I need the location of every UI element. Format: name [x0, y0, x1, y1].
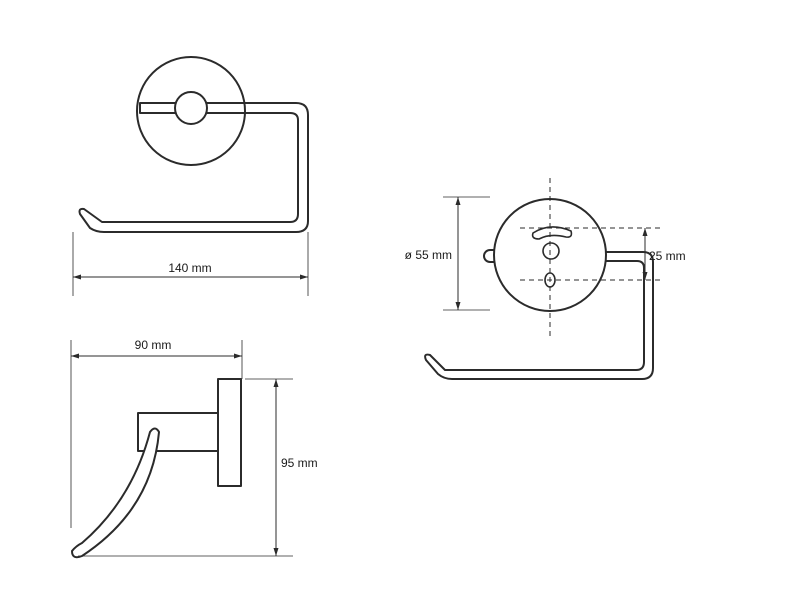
- width-arrow-left: [73, 274, 81, 280]
- front-view-hub: [174, 91, 208, 125]
- front-view-arm: [78, 102, 309, 233]
- diameter-arrow-bottom: [455, 302, 461, 310]
- offset-arrow-top: [642, 228, 648, 236]
- rear-view-center-hole: [542, 242, 560, 260]
- side-view-plate: [217, 378, 242, 487]
- width-label: 140 mm: [168, 261, 211, 275]
- front-view: 140 mm: [72, 56, 309, 296]
- rear-view: ø 55 mm 25 mm: [405, 178, 686, 380]
- side-view-body: [137, 412, 219, 452]
- offset-arrow-bottom: [642, 272, 648, 280]
- rear-view-arm: [424, 251, 654, 380]
- offset-label: 25 mm: [649, 249, 686, 263]
- diameter-label: ø 55 mm: [405, 248, 452, 262]
- height-label: 95 mm: [281, 456, 318, 470]
- side-view-arm: [71, 427, 160, 559]
- side-view: 90 mm 95 mm: [70, 338, 318, 559]
- diameter-arrow-top: [455, 197, 461, 205]
- height-arrow-top: [273, 379, 279, 387]
- depth-arrow-right: [234, 353, 242, 359]
- depth-label: 90 mm: [135, 338, 172, 352]
- height-arrow-bottom: [273, 548, 279, 556]
- depth-arrow-left: [71, 353, 79, 359]
- width-arrow-right: [300, 274, 308, 280]
